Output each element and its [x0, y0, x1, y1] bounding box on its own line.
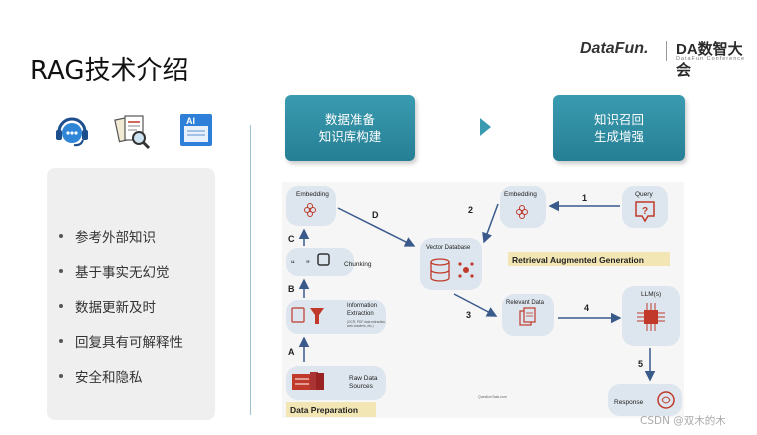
- rag-label: Retrieval Augmented Generation: [512, 255, 644, 265]
- svg-text:2: 2: [468, 205, 473, 215]
- data-preparation-label-bg: [286, 402, 376, 417]
- feature-list: 参考外部知识 基于事实无幻觉 数据更新及时 回复具有可解释性 安全和隐私: [59, 218, 183, 393]
- embedding-right-label: Embedding: [504, 191, 537, 198]
- question-icon: ?: [635, 201, 655, 223]
- documents-icon: [519, 307, 536, 326]
- svg-text:5: 5: [638, 359, 643, 369]
- list-item: 参考外部知识: [59, 218, 183, 253]
- list-item: 回复具有可解释性: [59, 323, 183, 358]
- funnel-icon: [310, 308, 324, 324]
- stage-retrieval-generation: 知识召回 生成增强: [553, 95, 685, 161]
- embedding-left-label: Embedding: [296, 191, 329, 198]
- svg-text:Raw Data: Raw Data: [349, 375, 378, 382]
- page-title: RAG技术介绍: [30, 56, 189, 86]
- svg-text:AI: AI: [186, 116, 195, 126]
- svg-text:3: 3: [466, 310, 471, 320]
- bullet-dot: [59, 233, 63, 238]
- chip-icon: [637, 303, 665, 331]
- da-conference-subtitle: DataFun Conference: [676, 56, 746, 62]
- svg-text:C: C: [288, 234, 295, 244]
- data-preparation-label: Data Preparation: [290, 405, 358, 415]
- stage-arrow-icon: [480, 118, 491, 136]
- da-conference-logo: DA数智大会: [676, 41, 743, 79]
- chunking-icon: [317, 253, 330, 266]
- svg-text:Sources: Sources: [349, 383, 374, 390]
- svg-text:A: A: [288, 347, 295, 357]
- section-divider: [250, 125, 251, 415]
- feature-panel: 参考外部知识 基于事实无幻觉 数据更新及时 回复具有可解释性 安全和隐私: [47, 168, 215, 420]
- document-search-icon: [113, 112, 151, 150]
- source-note: QuestionTask.com: [478, 395, 507, 399]
- raw-data-icon: [292, 372, 324, 390]
- embedding-left-icon: [304, 203, 316, 217]
- svg-text:web crawlers, etc.): web crawlers, etc.): [347, 324, 374, 328]
- svg-text:”: ”: [306, 259, 310, 271]
- query-node: [622, 186, 668, 228]
- vector-database-node: [420, 238, 482, 290]
- svg-text:4: 4: [584, 303, 589, 313]
- llm-label: LLM(s): [641, 291, 661, 298]
- database-icon: [430, 258, 474, 282]
- bullet-dot: [59, 303, 63, 308]
- rag-label-bg: [508, 252, 670, 266]
- embedding-right-node: [500, 186, 546, 228]
- document-icon: [291, 307, 305, 323]
- rag-diagram-svg: Embedding “ ” Chunking Information Extra…: [286, 186, 682, 417]
- svg-text:“: “: [291, 259, 295, 271]
- embedding-right-icon: [516, 205, 528, 219]
- chunking-label: Chunking: [344, 261, 372, 268]
- response-label: Response: [614, 399, 644, 406]
- query-label: Query: [635, 191, 653, 198]
- datafun-logo: DataFun.: [580, 40, 649, 57]
- svg-text:(OCR, PDF data extraction,: (OCR, PDF data extraction,: [347, 320, 386, 324]
- chunking-node: [286, 248, 354, 276]
- svg-text:B: B: [288, 284, 295, 294]
- headset-chat-icon: [53, 112, 91, 150]
- vector-database-label: Vector Database: [426, 245, 471, 251]
- list-item: 数据更新及时: [59, 288, 183, 323]
- logo-divider: [666, 41, 667, 61]
- svg-text:Extraction: Extraction: [347, 311, 374, 317]
- stage-data-preparation: 数据准备 知识库构建: [285, 95, 415, 161]
- embedding-left-node: [286, 186, 336, 226]
- rag-diagram: Embedding “ ” Chunking Information Extra…: [282, 182, 684, 418]
- relevant-data-label: Relevant Data: [506, 300, 545, 306]
- response-icon: [657, 391, 675, 409]
- list-item: 基于事实无幻觉: [59, 253, 183, 288]
- watermark: CSDN @双木的木: [640, 415, 726, 427]
- bullet-dot: [59, 268, 63, 273]
- list-item: 安全和隐私: [59, 358, 183, 393]
- svg-text:1: 1: [582, 193, 587, 203]
- bullet-dot: [59, 338, 63, 343]
- ai-document-icon: AI: [178, 112, 216, 150]
- svg-text:?: ?: [642, 206, 648, 217]
- bullet-dot: [59, 373, 63, 378]
- svg-text:D: D: [372, 210, 379, 220]
- svg-text:Information: Information: [347, 303, 377, 309]
